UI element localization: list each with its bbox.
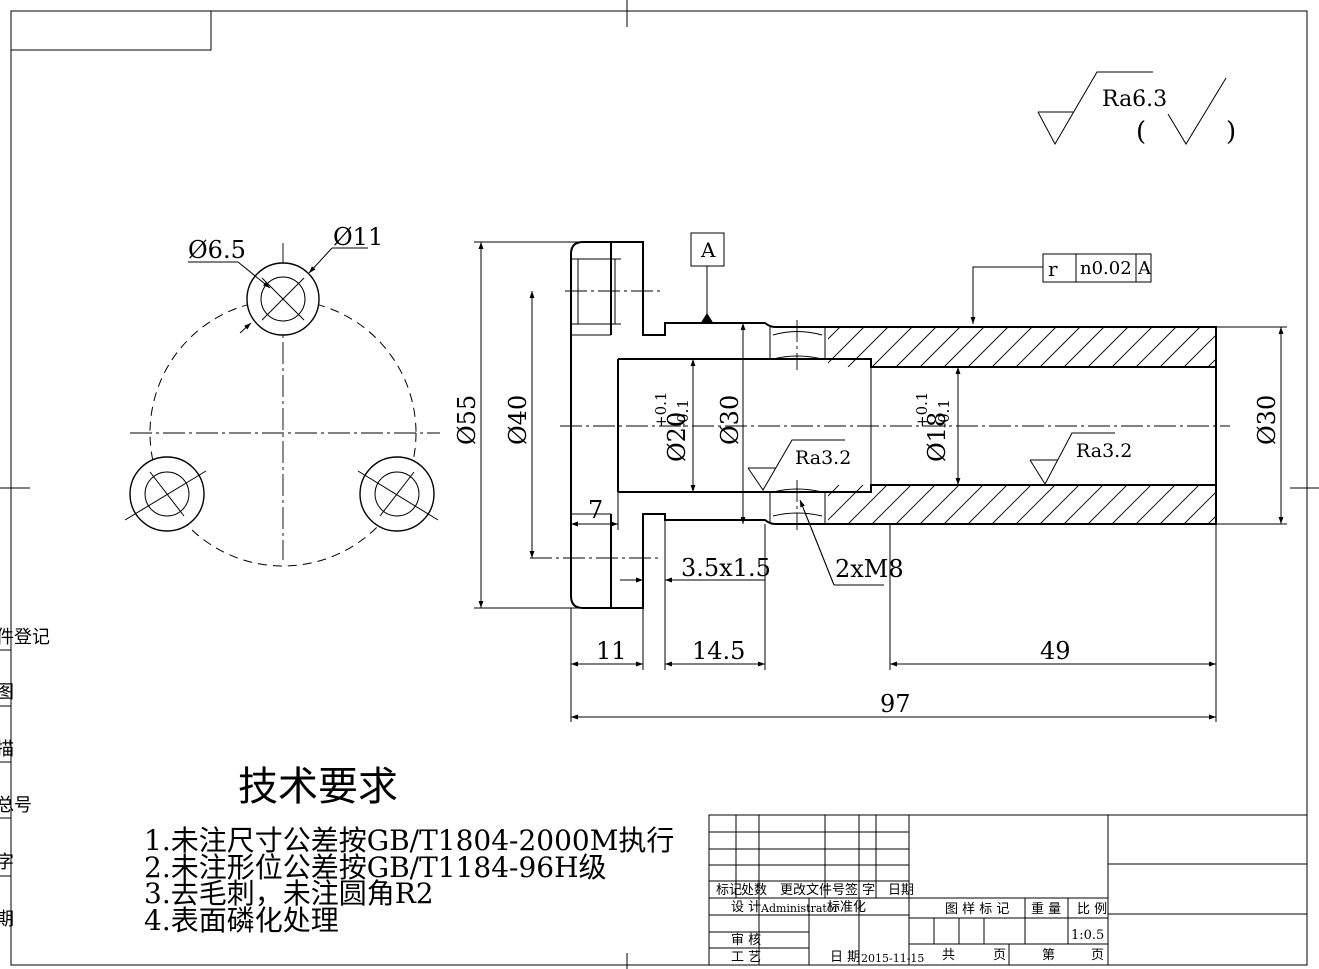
rev-header-mark: 标记 [716,883,742,898]
dim-d20: Ø20 [663,412,691,462]
tech-req-item-1: 1.未注尺寸公差按GB/T1804-2000M执行 [144,824,674,857]
process-label: 工 艺 [731,950,761,965]
dim-thread: 2xM8 [835,555,904,583]
designer-name: Administrator [760,902,839,915]
counterbore-dia-label: Ø11 [333,223,383,251]
date-label: 日 期 [830,950,860,965]
marking-label: 图 样 标 记 [945,902,1009,917]
part-outline [570,241,1217,609]
dim-97: 97 [880,690,911,718]
strip-label-2: 图 [0,682,14,703]
section-view [530,241,1230,609]
rev-header-date: 日期 [888,883,914,898]
tolerance-value: n0.02 [1080,258,1132,279]
strip-label-4: 总号 [0,795,32,816]
datum-letter: A [700,238,716,262]
strip-label-1: 件登记 [0,627,50,648]
horizontal-dimensions: 7 3.5x1.5 2xM8 11 14.5 49 97 [570,492,1217,722]
tech-req-item-4: 4.表面磷化处理 [144,904,339,937]
end-view: Ø6.5 Ø11 [124,223,440,567]
dim-groove: 3.5x1.5 [681,554,771,582]
scale-label: 比 例 [1077,902,1107,917]
dim-d55: Ø55 [453,395,481,445]
strip-label-5: 字 [0,852,14,873]
bore-roughness-right: Ra3.2 [1029,432,1132,486]
standard-label: 标准化 [827,900,866,915]
total-label: 共 [942,948,955,963]
dim-49: 49 [1040,637,1071,665]
dim-d40: Ø40 [504,395,532,445]
dim-d18: Ø18 [923,412,951,462]
tech-req-title: 技术要求 [238,764,398,810]
design-label: 设 计 [731,900,761,915]
paren-close: ) [1226,117,1236,147]
sheet-label: 第 [1042,948,1055,963]
hatch-top [828,327,1216,367]
hatch-bottom [828,485,1216,524]
date-value: 2015-11-15 [861,952,924,965]
rev-header-count: 处数 [741,883,767,898]
paren-open: ( [1136,117,1146,147]
dim-d30-right: Ø30 [1253,395,1281,445]
tolerance-frame: r n0.02 A [970,253,1152,324]
bore-roughness-left-value: Ra3.2 [795,447,851,469]
left-binding-strip: 件登记 图 描 总号 字 期 [0,620,50,935]
datum-a: A [690,232,725,324]
weight-label: 重 量 [1031,901,1061,917]
hole-dia-label: Ø6.5 [188,236,246,264]
bore-roughness-right-value: Ra3.2 [1076,440,1132,462]
dim-7: 7 [588,496,603,524]
dim-d30-left: Ø30 [716,395,744,445]
strip-label-3: 描 [0,739,14,760]
page-label: 页 [993,948,1006,963]
page-label-2: 页 [1091,948,1104,963]
tolerance-symbol: r [1048,257,1058,281]
vertical-dimensions: Ø55 Ø40 Ø20 +0.1 -0.1 Ø30 Ø18 +0.1 -0.1 … [453,241,1287,609]
dim-d20-tol-lower: -0.1 [674,399,692,428]
general-surface-finish-symbol: Ra6.3 ( ) [1037,71,1236,147]
general-roughness-value: Ra6.3 [1102,87,1167,112]
review-label: 审 核 [731,933,761,948]
scale-value: 1:0.5 [1071,928,1104,943]
strip-label-6: 期 [0,909,14,930]
rev-header-sign: 签 字 [845,882,875,898]
dim-d18-tol-upper: +0.1 [913,392,931,428]
rev-header-doc: 更改文件号 [780,883,845,898]
technical-requirements: 技术要求 1.未注尺寸公差按GB/T1804-2000M执行 2.未注形位公差按… [144,764,674,937]
bore-roughness-left: Ra3.2 [747,439,851,491]
dim-14-5: 14.5 [692,637,745,665]
tolerance-datum: A [1137,258,1152,279]
dim-d20-tol-upper: +0.1 [652,392,670,428]
dim-11: 11 [596,637,627,665]
title-block: 标记 处数 更改文件号 签 字 日期 设 计 Administrator 标准化… [708,814,1308,966]
dim-d18-tol-lower: -0.1 [935,399,953,428]
tech-req-item-3: 3.去毛刺，未注圆角R2 [144,877,434,910]
tech-req-item-2: 2.未注形位公差按GB/T1184-96H级 [144,851,607,884]
